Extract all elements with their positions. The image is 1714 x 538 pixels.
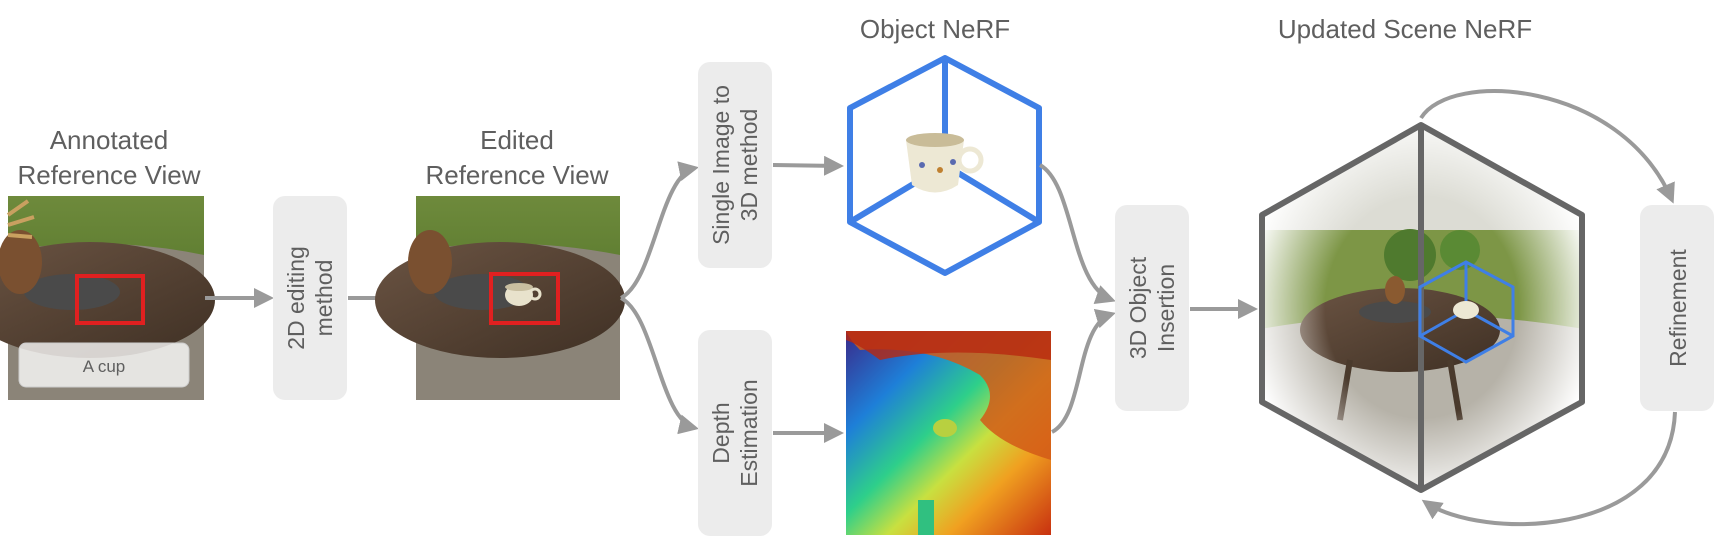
- annotation-prompt-text: A cup: [83, 357, 126, 376]
- single-image-to-3d-box: Single Image to 3D method: [698, 62, 772, 268]
- arrow-to-depth: [619, 296, 699, 435]
- annotated-reference-image: A cup: [0, 196, 215, 400]
- arrow-nerf-to-insertion: [1038, 163, 1116, 304]
- object-insertion-box: 3D Object Insertion: [1115, 205, 1189, 411]
- depth-label-line2: Estimation: [736, 379, 762, 486]
- nerf-teacup: [906, 133, 984, 193]
- annotated-title-line1: Annotated: [50, 125, 169, 155]
- arrow-scene-to-refinement: [1419, 89, 1675, 204]
- edit-highlight-box: [489, 272, 560, 325]
- refinement-box: Refinement: [1640, 205, 1714, 411]
- editing-method-box: 2D editing method: [273, 196, 347, 400]
- depth-estimation-box: Depth Estimation: [698, 330, 772, 536]
- insertion-label-line2: Insertion: [1153, 264, 1179, 352]
- edited-reference-image: [375, 196, 625, 400]
- edited-title-line1: Edited: [480, 125, 554, 155]
- inserted-cube-icon: [1418, 260, 1515, 364]
- edited-title-line2: Reference View: [425, 160, 608, 190]
- single-image-label-line1: Single Image to: [708, 85, 734, 245]
- editing-method-label-line1: 2D editing: [283, 246, 309, 350]
- updated-scene-image: [1259, 122, 1585, 493]
- object-nerf-title: Object NeRF: [860, 14, 1010, 44]
- insertion-label-line1: 3D Object: [1125, 256, 1151, 359]
- arrow-to-single-image: [619, 161, 699, 300]
- annotation-box: [75, 274, 145, 325]
- annotation-prompt-box: [18, 342, 190, 388]
- single-image-label-line2: 3D method: [736, 109, 762, 222]
- arrow-depth-to-insertion: [1050, 309, 1116, 434]
- wireframe-cube-icon: [847, 55, 1042, 276]
- editing-method-label-line2: method: [311, 260, 337, 337]
- teacup-icon: [505, 283, 542, 306]
- annotated-title-line2: Reference View: [17, 160, 200, 190]
- updated-scene-title: Updated Scene NeRF: [1278, 14, 1532, 44]
- arrow-refinement-to-scene: [1421, 411, 1677, 527]
- depth-map-image: [846, 331, 1051, 535]
- refinement-label: Refinement: [1665, 249, 1691, 367]
- arrow-to-object-nerf: [772, 155, 844, 176]
- depth-label-line1: Depth: [708, 402, 734, 463]
